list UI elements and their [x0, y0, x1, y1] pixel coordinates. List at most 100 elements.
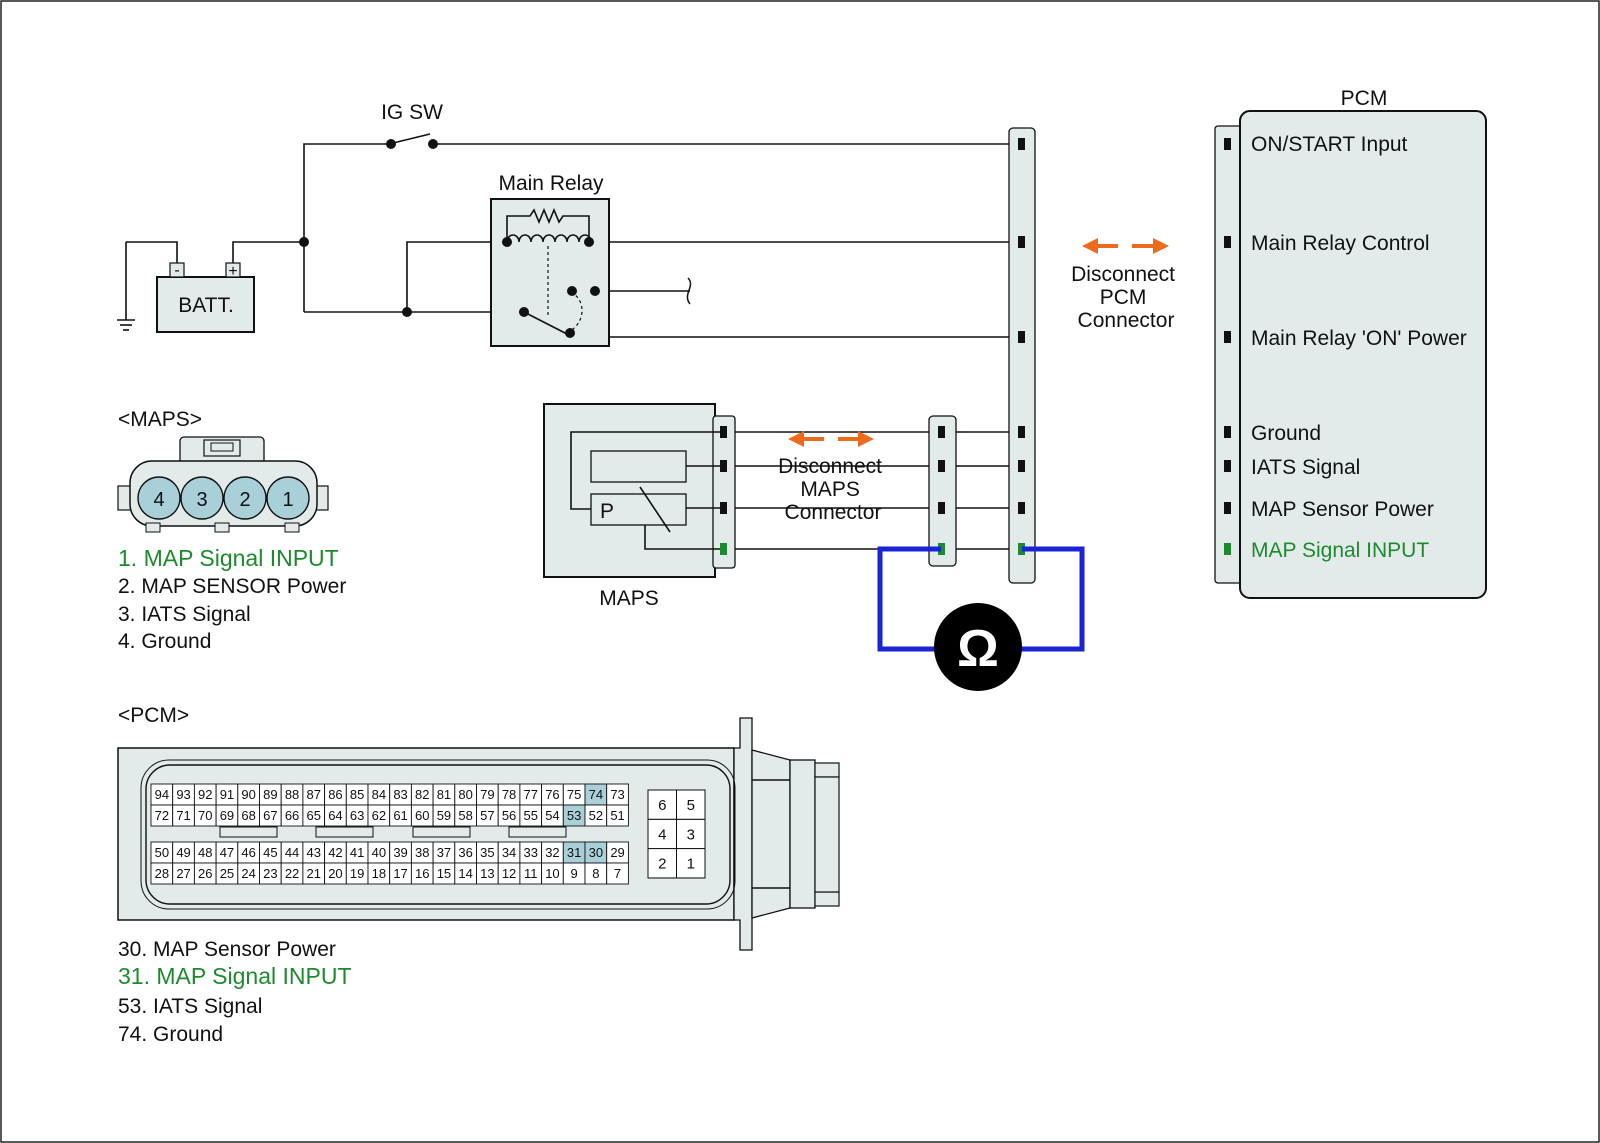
pcm-pin-number: 42	[328, 845, 342, 860]
pcm-pin-number: 56	[502, 808, 516, 823]
pcm-small-pin-number: 6	[658, 797, 666, 814]
pcm-pin-number: 93	[176, 787, 190, 802]
pcm-terminal-label: ON/START Input	[1251, 133, 1408, 156]
pcm-pin-number: 71	[176, 808, 190, 823]
battery-label: BATT.	[178, 294, 234, 317]
pcm-pin-number: 21	[307, 866, 321, 881]
pcm-pin-number: 32	[545, 845, 559, 860]
pcm-pin-number: 70	[198, 808, 212, 823]
ohm-icon: Ω	[957, 620, 999, 678]
pcm-pin-number: 85	[350, 787, 364, 802]
pcm-small-pin-number: 3	[687, 826, 695, 843]
maps-pin-number: 3	[196, 489, 207, 511]
pcm-pin-number: 53	[567, 808, 581, 823]
pcm-pin-number: 35	[480, 845, 494, 860]
pcm-pin-number: 33	[524, 845, 538, 860]
pcm-pin-number: 52	[589, 808, 603, 823]
pcm-pin-number: 58	[458, 808, 472, 823]
pcm-pin-number: 88	[285, 787, 299, 802]
pcm-pin-number: 91	[220, 787, 234, 802]
pcm-pin-number: 64	[328, 808, 342, 823]
pcm-pin-number: 28	[155, 866, 169, 881]
pcm-pin-number: 47	[220, 845, 234, 860]
disconnect-maps-label: Disconnect MAPS Connector	[778, 455, 888, 524]
pcm-pin-number: 68	[241, 808, 255, 823]
pcm-pin-number: 14	[458, 866, 472, 881]
pcm-small-pin-number: 2	[658, 856, 666, 873]
maps-legend-item: 1. MAP Signal INPUT	[118, 545, 339, 571]
pcm-pin-number: 12	[502, 866, 516, 881]
pcm-pin-number: 43	[307, 845, 321, 860]
pcm-pin-number: 17	[393, 866, 407, 881]
pcm-pin-number: 59	[437, 808, 451, 823]
pcm-pin-number: 41	[350, 845, 364, 860]
pcm-pin-number: 25	[220, 866, 234, 881]
maps-harness-connector	[928, 415, 957, 567]
pcm-pin-number: 18	[372, 866, 386, 881]
main-relay-label: Main Relay	[498, 172, 604, 195]
pcm-pin-number: 16	[415, 866, 429, 881]
pcm-pin-number: 65	[307, 808, 321, 823]
pcm-pin-number: 7	[614, 866, 621, 881]
pcm-pin-number: 63	[350, 808, 364, 823]
pcm-pin-number: 26	[198, 866, 212, 881]
ground-icon	[117, 242, 135, 331]
pcm-pin-number: 89	[263, 787, 277, 802]
pcm-pin-number: 27	[176, 866, 190, 881]
pcm-pin-number: 74	[589, 787, 603, 802]
pcm-title: PCM	[1341, 87, 1388, 110]
pcm-pin-number: 50	[155, 845, 169, 860]
pcm-pin-number: 10	[545, 866, 559, 881]
pcm-pin-number: 86	[328, 787, 342, 802]
pcm-header: <PCM>	[118, 704, 189, 727]
pcm-pin-number: 40	[372, 845, 386, 860]
pcm-pin-number: 77	[524, 787, 538, 802]
pcm-terminal-label: IATS Signal	[1251, 456, 1360, 479]
pcm-pin-number: 24	[241, 866, 255, 881]
pcm-pin-number: 19	[350, 866, 364, 881]
maps-sensor: P MAPS	[543, 403, 736, 610]
battery-pos-label: +	[228, 263, 237, 280]
pcm-pin-number: 66	[285, 808, 299, 823]
pcm-pin-number: 81	[437, 787, 451, 802]
pcm-pin-number: 61	[393, 808, 407, 823]
maps-title: MAPS	[599, 587, 659, 610]
main-relay: Main Relay	[490, 172, 610, 347]
pcm-pin-number: 82	[415, 787, 429, 802]
pcm-pin-number: 11	[524, 866, 538, 881]
maps-pin-socket	[266, 476, 310, 520]
pcm-pin-number: 75	[567, 787, 581, 802]
pcm-pin-number: 39	[393, 845, 407, 860]
pcm-pin-number: 79	[480, 787, 494, 802]
pcm-terminal-label: MAP Signal INPUT	[1251, 539, 1429, 562]
pcm-pin-number: 30	[589, 845, 603, 860]
pcm-pin-number: 51	[610, 808, 624, 823]
maps-legend-item: 3. IATS Signal	[118, 603, 251, 626]
maps-pin-socket	[223, 476, 267, 520]
pcm-pin-number: 45	[263, 845, 277, 860]
pcm-pin-number: 76	[545, 787, 559, 802]
pcm-pin-number: 54	[545, 808, 559, 823]
maps-pin-socket	[180, 476, 224, 520]
pcm-pin-number: 38	[415, 845, 429, 860]
pcm-pin-number: 57	[480, 808, 494, 823]
wire-break-icon	[686, 277, 692, 305]
pcm-pin-number: 31	[567, 845, 581, 860]
pcm-small-pin-cell	[676, 848, 706, 879]
pcm-terminal-label: Ground	[1251, 422, 1321, 445]
maps-legend-item: 4. Ground	[118, 630, 211, 653]
pcm-small-pin-number: 1	[687, 856, 695, 873]
maps-pin-socket	[137, 476, 181, 520]
disconnect-maps-arrows	[788, 431, 874, 447]
pcm-pin-number: 29	[610, 845, 624, 860]
pcm-pin-cell	[606, 804, 629, 827]
pcm-pin-number: 69	[220, 808, 234, 823]
pcm-pin-number: 34	[502, 845, 516, 860]
pcm-terminal-label: MAP Sensor Power	[1251, 498, 1434, 521]
pcm-pin-number: 84	[372, 787, 386, 802]
